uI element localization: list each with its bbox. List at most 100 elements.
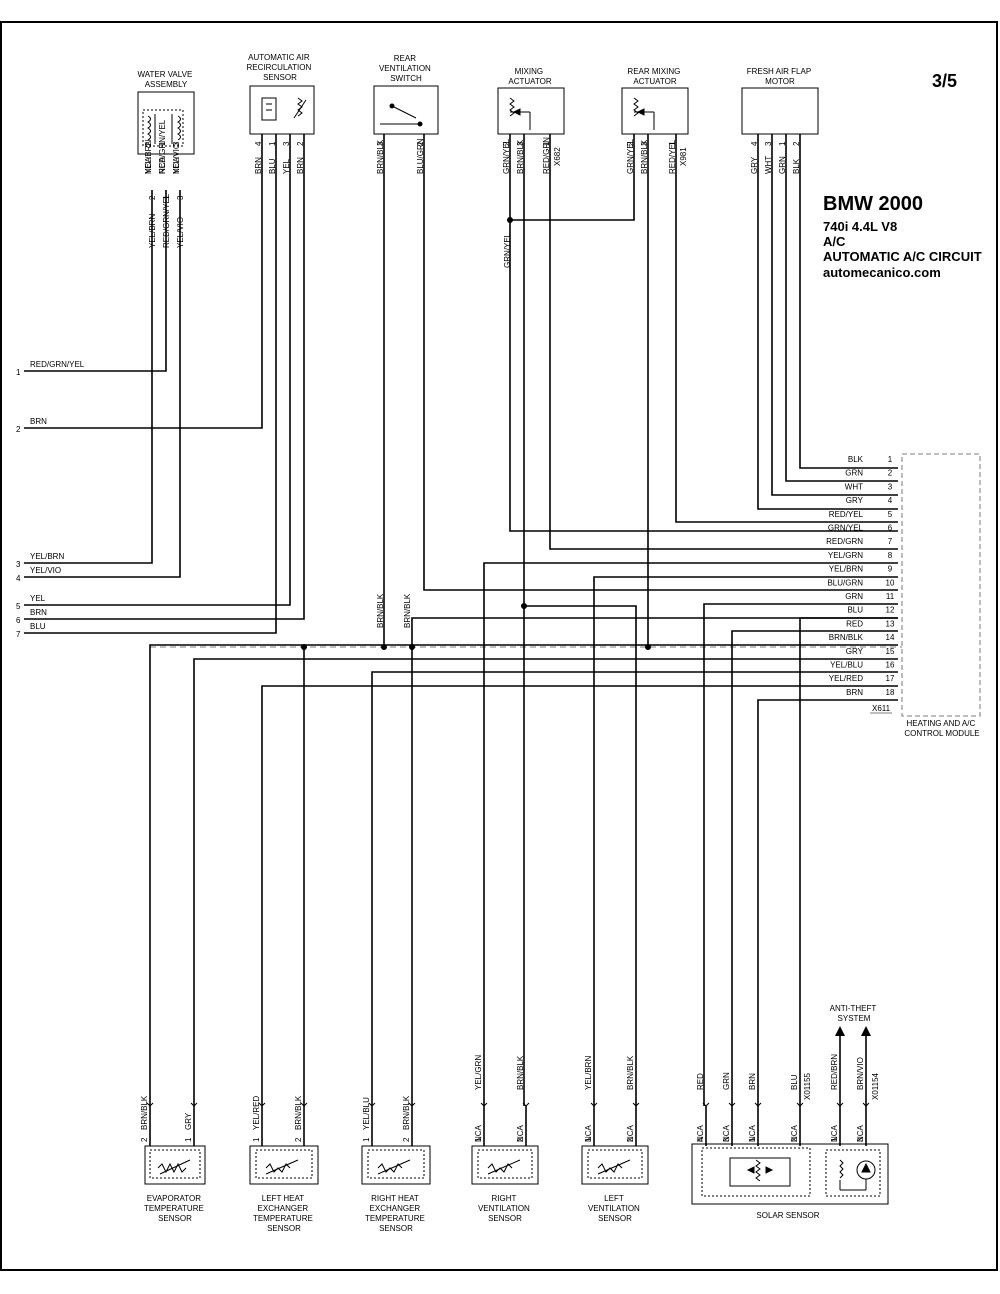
vehicle-model: 740i 4.4L V8	[823, 219, 897, 234]
top-pin-number: 2	[792, 141, 801, 146]
pin-terminal	[796, 1102, 804, 1107]
bottom-pin-nca: NCA	[790, 1124, 799, 1142]
top-pin-number: 1	[158, 141, 167, 146]
right-heat-exchanger-sensor	[361, 1145, 431, 1185]
bottom-pin-number: 1	[184, 1137, 193, 1142]
evaporator-temperature-sensor	[144, 1145, 206, 1185]
solar-sensor-label: SOLAR SENSOR	[756, 1211, 819, 1220]
module-pin-number: 17	[886, 674, 895, 683]
edge-terminal-color: YEL/VIO	[30, 566, 61, 575]
wire-brn-blk-vent	[524, 605, 637, 1106]
wire-grn-yel	[509, 220, 898, 532]
module-pin-color: YEL/GRN	[828, 551, 863, 560]
bottom-pin-nca: NCA	[516, 1124, 525, 1142]
module-pin-number: 12	[886, 606, 895, 615]
connector-x01154: X01154	[871, 1072, 880, 1100]
wire-blu	[24, 134, 277, 634]
edge-terminal-number: 2	[16, 425, 21, 434]
module-pin-number: 2	[888, 469, 893, 478]
pin-terminal	[836, 1102, 844, 1107]
connector-x981: X981	[679, 147, 688, 166]
bottom-pin-number: 1	[748, 1137, 757, 1142]
module-pin-color: WHT	[845, 482, 863, 491]
module-pin-color: RED	[846, 619, 863, 628]
wire-grn-11	[703, 603, 898, 1106]
top-pin-number: 1	[668, 141, 677, 146]
module-pin-color: BLK	[848, 455, 864, 464]
control-module-box	[901, 453, 981, 717]
bottom-pin-color: BRN	[748, 1073, 757, 1090]
top-pin-number: 3	[282, 141, 291, 146]
circuit-name: AUTOMATIC A/C CIRCUIT	[823, 249, 982, 264]
top-pin-number: 3	[516, 141, 525, 146]
wire-yel-blu	[371, 671, 898, 1106]
bottom-pin-nca: NCA	[696, 1124, 705, 1142]
edge-terminal-number: 4	[16, 574, 21, 583]
top-pin-number: 1	[542, 141, 551, 146]
page-number: 3/5	[932, 71, 957, 91]
top-pin-color: GRN	[778, 156, 787, 174]
top-pin-color: GRN/YEL	[626, 138, 635, 174]
pin-terminal	[146, 1102, 154, 1107]
bottom-pin-color: BRN/BLK	[626, 1055, 635, 1090]
recirc-sensor-label: AUTOMATIC AIR RECIRCULATION SENSOR	[247, 53, 314, 82]
module-pin-color: GRN	[845, 469, 863, 478]
pin-terminal	[702, 1102, 710, 1107]
module-pin-color: BRN	[846, 688, 863, 697]
water-valve-pin: 1	[162, 195, 171, 200]
bottom-pin-nca: NCA	[584, 1124, 593, 1142]
bottom-pin-color: BRN/BLK	[294, 1095, 303, 1130]
bottom-pin-color: RED/BRN	[830, 1054, 839, 1090]
edge-terminal-color: BRN	[30, 417, 47, 426]
module-pin-number: 1	[888, 455, 893, 464]
top-pin-color: WHT	[764, 156, 773, 174]
left-vent-sensor-label: LEFT VENTILATION SENSOR	[588, 1194, 642, 1223]
top-pin-nca: NCA	[144, 156, 153, 174]
water-valve-pin: 2	[148, 195, 157, 200]
bottom-pin-color: GRN	[722, 1072, 731, 1090]
solar-sensor	[691, 1143, 889, 1205]
system-name: A/C	[823, 234, 846, 249]
top-pin-color: RED/GRN	[542, 137, 551, 174]
right-ventilation-sensor	[471, 1145, 539, 1185]
wire-yel-vio	[24, 190, 181, 578]
pin-terminal	[754, 1102, 762, 1107]
module-pin-number: 18	[886, 688, 895, 697]
connector-x01155: X01155	[803, 1072, 812, 1100]
module-pin-number: 13	[886, 619, 895, 628]
wire-red-yel	[675, 134, 898, 523]
module-pin-number: 5	[888, 510, 893, 519]
module-pin-color: YEL/BRN	[829, 565, 863, 574]
top-pin-color: YEL/BRN	[144, 140, 153, 174]
top-pin-number: 1	[778, 141, 787, 146]
wire-red-grn-yel	[24, 190, 167, 372]
bottom-pin-color: GRY	[184, 1112, 193, 1130]
top-pin-number: 1	[268, 141, 277, 146]
top-pin-number: 3	[172, 141, 181, 146]
wire-grn-yel-link	[509, 134, 635, 221]
bottom-pin-number: 1	[474, 1137, 483, 1142]
top-pin-number: 2	[416, 141, 425, 146]
bottom-pin-color: RED	[696, 1073, 705, 1090]
wire-red-13	[799, 617, 898, 1106]
module-pin-number: 7	[888, 537, 893, 546]
wires	[24, 134, 898, 1146]
top-pin-nca: NCA	[158, 156, 167, 174]
module-pin-color: YEL/RED	[829, 674, 863, 683]
water-valve-assembly	[137, 91, 195, 155]
pin-terminal	[632, 1102, 640, 1107]
wire-brn-18	[757, 699, 898, 1106]
connector-x682: X682	[553, 147, 562, 166]
splice-dot	[645, 644, 651, 650]
top-pin-number: 2	[502, 141, 511, 146]
wire-yel-grn	[483, 562, 898, 1106]
top-pin-color: BRN/BLK	[516, 139, 525, 174]
module-pin-number: 3	[888, 482, 893, 491]
edge-terminal-number: 3	[16, 560, 21, 569]
wire-blk	[799, 134, 898, 469]
bottom-pin-color: BLU	[790, 1074, 799, 1090]
wire-gry	[757, 134, 898, 510]
wire-red-grn	[549, 134, 898, 550]
dynamic-labels: 1BLK2GRN3WHT4GRY5RED/YEL6GRN/YEL7RED/GRN…	[16, 119, 895, 1142]
top-pin-color: BLU	[268, 158, 277, 174]
